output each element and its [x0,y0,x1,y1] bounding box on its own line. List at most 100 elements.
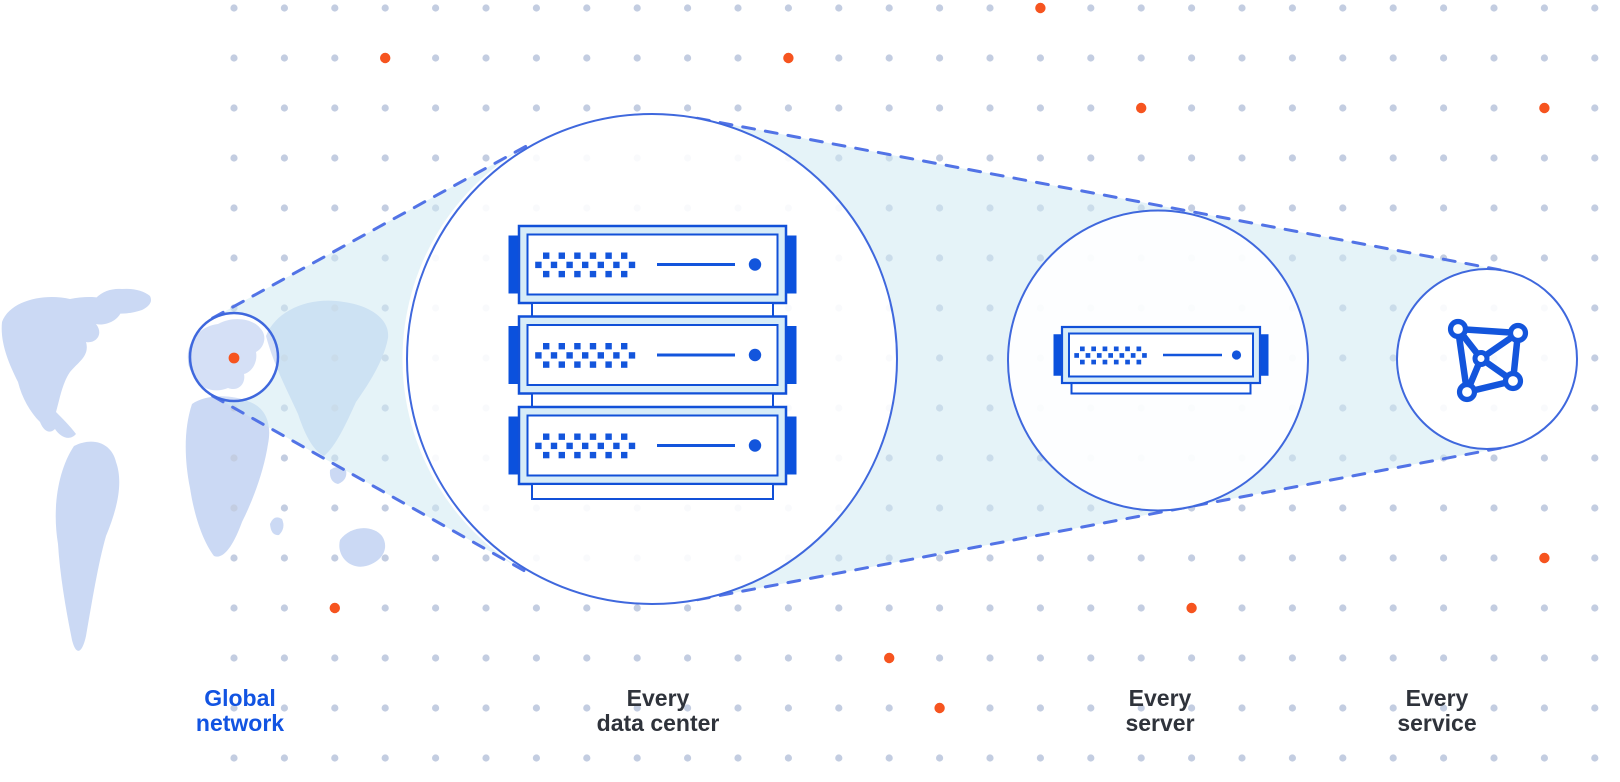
server-matrix-dot [628,352,636,359]
server-matrix-dot [605,433,612,440]
server-matrix-dot [628,442,636,450]
grid-dot [1036,54,1044,62]
label-line: service [1397,710,1477,736]
grid-dot [583,54,591,62]
grid-dot [633,704,641,712]
grid-dot [432,154,440,162]
grid-dot [1036,554,1044,562]
grid-dot [734,754,742,762]
grid-dot [885,604,893,612]
server-matrix-dot [543,361,550,368]
grid-dot [1591,254,1599,262]
server-matrix-dot [1102,346,1108,352]
server-icon [1053,325,1269,395]
grid-dot [1540,154,1548,162]
grid-dot [633,754,641,762]
server-matrix-dot [558,451,565,459]
grid-dot [1339,204,1347,212]
server-matrix-dot [566,352,573,359]
grid-dot [684,54,692,62]
grid-dot [280,654,288,662]
grid-dot [230,454,238,462]
server-matrix-dot [589,451,597,459]
zoom-dashed-line [696,445,1506,602]
grid-dot [583,754,591,762]
server-matrix-dot [543,433,550,440]
grid-dot [583,704,591,712]
server-matrix-dot [574,343,581,350]
rack-connector [531,302,774,318]
grid-dot [1036,754,1044,762]
grid-dot [1036,704,1044,712]
grid-dot [936,554,944,562]
grid-dot [1339,604,1347,612]
grid-dot [734,704,742,712]
grid-dot [734,604,742,612]
map-australia [339,528,386,567]
grid-dot [885,54,893,62]
grid-dot [280,504,288,512]
server-faceplate [526,414,779,477]
server-right-tab [785,326,797,384]
grid-dot [1137,554,1145,562]
grid-dot [532,654,541,662]
grid-dot [1591,154,1599,162]
location-pin-dot [228,352,240,364]
grid-dot [986,604,994,612]
label-every-service: Every service [1397,686,1476,736]
grid-dot [1389,154,1397,162]
grid-dot [1137,704,1145,712]
server-matrix-dot [605,252,612,259]
grid-dot [1036,604,1044,612]
grid-dot [1288,754,1296,762]
grid-dot [784,754,793,762]
label-line: Every [626,685,690,711]
grid-dot [432,604,440,612]
server-led-dot [1231,350,1242,360]
grid-dot [1490,204,1498,212]
grid-dot [633,4,641,12]
grid-dot [1137,4,1145,12]
server-faceplate [526,324,779,386]
grid-dot [1238,604,1246,612]
mesh-node [1502,370,1524,392]
rack-base [531,483,774,500]
grid-dot [482,654,490,662]
server-matrix-dot [558,361,565,368]
grid-dot [1389,4,1397,12]
server-matrix-dot [597,442,604,450]
grid-dot [1490,454,1498,462]
server-matrix-dot [1125,359,1130,365]
grid-dot [1238,504,1246,512]
grid-dot [936,54,944,62]
server-matrix-dot [543,343,550,350]
grid-dot [684,654,692,662]
grid-dot [1490,754,1498,762]
grid-dot [1339,154,1347,162]
grid-dot [1188,54,1196,62]
zoom-dashed-line [211,140,535,320]
grid-dot [784,604,793,612]
grid-dot [1490,254,1498,262]
grid-dot [1339,554,1347,562]
server-matrix-dot [574,361,581,368]
grid-dot [230,604,238,612]
server-matrix-dot [543,451,550,459]
grid-dot [532,54,541,62]
grid-dot [381,104,389,112]
grid-dot [1389,654,1397,662]
grid-dot [331,204,339,212]
grid-dot [280,254,288,262]
grid-dot [1087,4,1095,12]
grid-dot [1087,604,1095,612]
server-matrix-dot [621,343,628,350]
grid-dot [1490,604,1498,612]
grid-dot [381,604,389,612]
grid-dot [986,54,994,62]
server-matrix-dot [1085,353,1091,358]
grid-dot [280,104,288,112]
map-south-america [55,441,120,651]
grid-dot [684,604,692,612]
grid-dot [1339,704,1347,712]
